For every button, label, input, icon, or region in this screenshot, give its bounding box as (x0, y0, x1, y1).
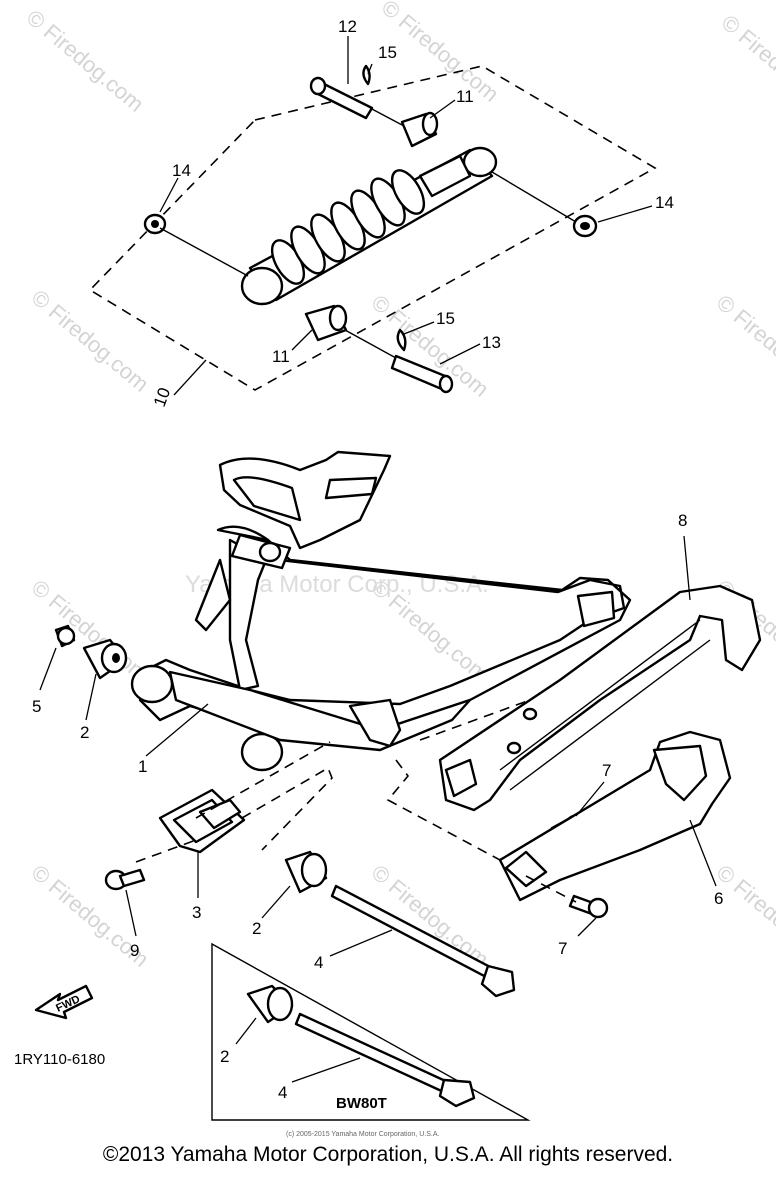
callout-6: 6 (714, 889, 723, 908)
hidden-line (525, 875, 577, 903)
callout-15: 15 (378, 43, 397, 62)
callout-15: 15 (436, 309, 455, 328)
pin-13 (390, 354, 454, 394)
watermark-text: © Firedog.com (27, 285, 154, 397)
diagram-code: 1RY110-6180 (14, 1051, 105, 1068)
nut-5 (54, 624, 76, 648)
watermark-text: © Firedog.com (27, 575, 154, 687)
callout-2: 2 (220, 1047, 229, 1066)
collar-2 (82, 638, 128, 680)
callout-1: 1 (138, 757, 147, 776)
collar-2 (246, 984, 294, 1024)
hidden-line (135, 839, 197, 863)
callout-2: 2 (80, 723, 89, 742)
callout-14: 14 (172, 161, 191, 180)
hidden-line (241, 766, 333, 851)
hidden-line (195, 741, 331, 819)
shock-assembly-box (88, 65, 657, 391)
watermark-text: © Firedog.com (712, 290, 776, 402)
callout-9: 9 (130, 941, 139, 960)
swingarm-frame-1 (130, 450, 632, 772)
hidden-line (419, 699, 531, 741)
chain-guard-8 (438, 584, 762, 812)
small-copyright: (c) 2005-2015 Yamaha Motor Corporation, … (286, 1131, 439, 1138)
callout-12: 12 (338, 17, 357, 36)
chain-tensioner-6 (498, 730, 732, 902)
leader-lines (39, 36, 717, 1083)
cotter-pin-15 (396, 328, 407, 352)
pin-12 (309, 76, 374, 120)
cotter-pin-15 (362, 64, 371, 86)
washer-14 (143, 213, 167, 235)
callout-7: 7 (602, 761, 611, 780)
pivot-bolt-4 (294, 1012, 476, 1108)
callout-2: 2 (252, 919, 261, 938)
callout-10: 10 (150, 385, 174, 409)
callout-14: 14 (655, 193, 674, 212)
watermark-text: © Firedog.com (712, 860, 776, 972)
bushing-11 (400, 111, 439, 148)
variant-label: BW80T (336, 1095, 387, 1112)
watermark-text: © Firedog.com (717, 10, 776, 122)
watermark-text: © Firedog.com (22, 5, 149, 117)
callout-11: 11 (456, 87, 474, 106)
callout-5: 5 (32, 697, 41, 716)
forward-arrow-icon: FWD (34, 984, 94, 1020)
bolt-7 (568, 894, 609, 919)
shock-absorber (240, 146, 498, 306)
callout-4: 4 (278, 1083, 287, 1102)
callout-7: 7 (558, 939, 567, 958)
bushing-11 (304, 304, 348, 342)
bracket-3 (158, 788, 246, 854)
callout-8: 8 (678, 511, 687, 530)
hidden-line (386, 759, 501, 861)
washer-14 (572, 214, 598, 238)
callout-3: 3 (192, 903, 201, 922)
collar-2 (284, 850, 328, 894)
pivot-bolt-4 (330, 884, 516, 998)
copyright-notice: ©2013 Yamaha Motor Corporation, U.S.A. A… (102, 1143, 674, 1166)
callout-11: 11 (272, 347, 290, 366)
callout-4: 4 (314, 953, 323, 972)
variant-box (211, 942, 531, 1121)
callout-13: 13 (482, 333, 501, 352)
bolt-9 (104, 868, 146, 891)
